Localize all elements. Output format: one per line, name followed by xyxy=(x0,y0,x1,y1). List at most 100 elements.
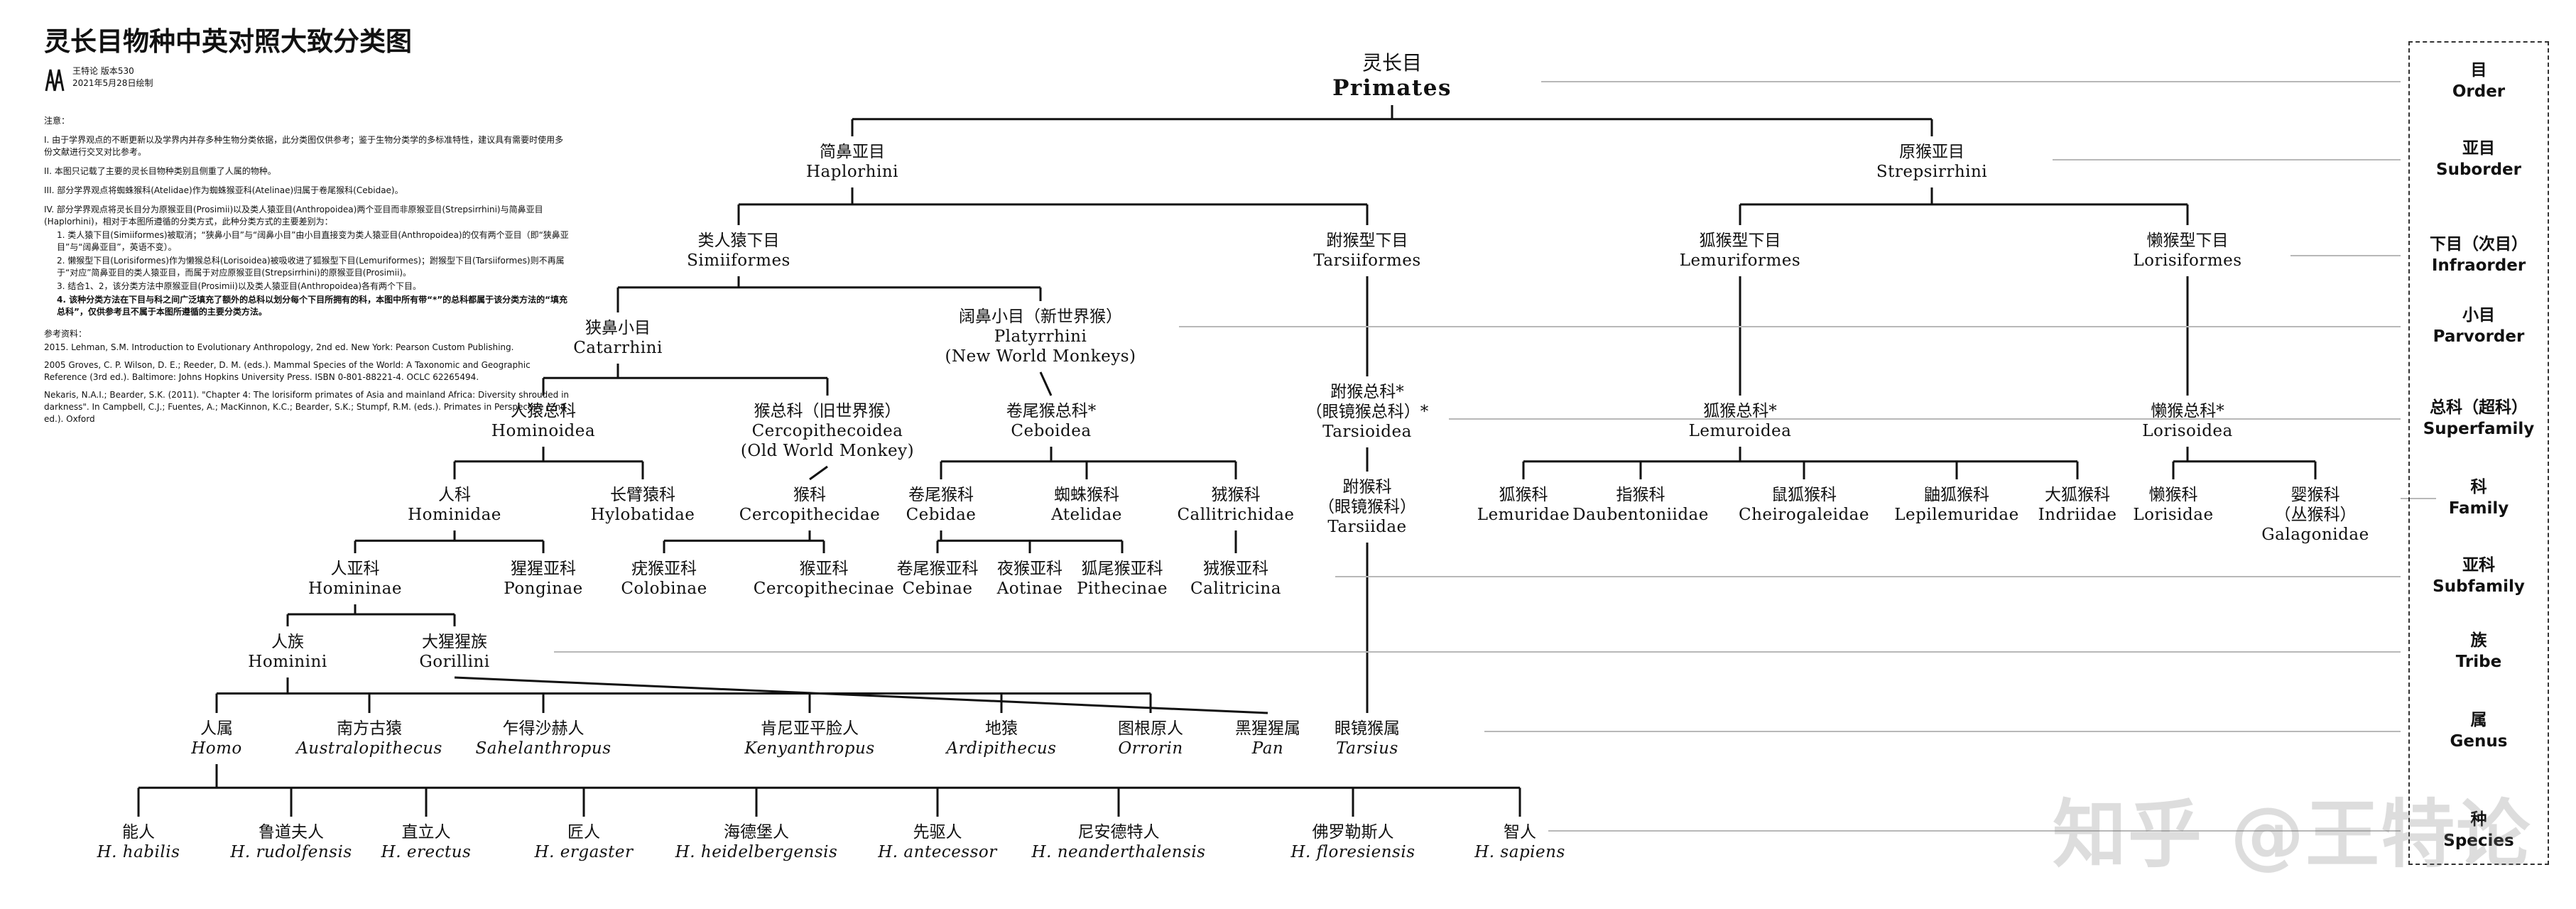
taxon-latin-name: Callitrichidae xyxy=(1177,506,1295,525)
taxon-chinese-name: 匠人 xyxy=(567,823,600,842)
taxon-chinese-name: 长臂猿科 xyxy=(610,486,675,504)
taxon-latin-name: Pithecinae xyxy=(1077,579,1168,599)
taxon-latin-name: Cebidae xyxy=(906,506,977,525)
taxon-chinese-name: 鼠狐猴科 xyxy=(1771,486,1837,504)
taxon-chinese-name: 懒猴科 xyxy=(2148,486,2198,504)
page-title: 灵长目物种中英对照大致分类图 xyxy=(44,26,412,57)
taxon-chinese-name: 黑猩猩属 xyxy=(1235,719,1300,738)
taxon-chinese-name: 能人 xyxy=(122,823,155,842)
taxon-latin-name: Orrorin xyxy=(1118,739,1183,758)
rank-chinese-name: 亚科 xyxy=(2462,556,2495,575)
taxon-latin-name: H. heidelbergensis xyxy=(675,843,838,862)
rank-chinese-name: 种 xyxy=(2470,810,2487,829)
rank-latin-name: Order xyxy=(2452,82,2506,101)
rank-label-species: 种 Species xyxy=(2408,810,2549,852)
taxon-latin-name: H. floresiensis xyxy=(1290,843,1415,862)
tree-connector xyxy=(809,465,828,481)
taxon-latin-name: Indriidae xyxy=(2038,506,2117,525)
taxon-chinese-name: 夜猴亚科 xyxy=(996,560,1063,578)
note-item: I. 由于学界观点的不断更新以及学界内并存多种生物分类依据，此分类图仅供参考；鉴… xyxy=(44,135,564,157)
taxon-chinese-name: 猴亚科 xyxy=(799,560,849,578)
taxon-chinese-name: 阔鼻小目（新世界猴） xyxy=(959,307,1122,326)
taxon-lemuroidea: 狐猴总科*Lemuroidea xyxy=(1689,401,1792,441)
taxon-chinese-name: 尼安德特人 xyxy=(1077,823,1160,842)
rank-latin-name: Family xyxy=(2448,499,2509,518)
taxon-latin-name: Tarsiiformes xyxy=(1313,251,1421,271)
taxon-chinese-name: 南方古猿 xyxy=(337,719,402,738)
taxon-ceboidea: 卷尾猴总科*Ceboidea xyxy=(1006,401,1097,441)
taxon-chinese-name: 狐猴科 xyxy=(1499,486,1548,504)
rank-latin-name: Genus xyxy=(2450,732,2508,751)
taxon-chinese-name: 先驱人 xyxy=(913,823,962,842)
taxon-chinese-name: 狐猴总科* xyxy=(1703,402,1777,420)
taxon-chinese-name: 智人 xyxy=(1503,823,1536,842)
rank-latin-name: Tribe xyxy=(2455,653,2502,671)
author-logo-icon xyxy=(45,69,65,92)
taxon-chinese-name: 人猿总科 xyxy=(510,402,576,420)
taxon-latin-name: Tarsioidea xyxy=(1322,423,1412,442)
taxon-callitrichidae: 狨猴科 Callitrichidae xyxy=(1177,485,1294,525)
taxon-latin-name: H. habilis xyxy=(97,843,180,862)
taxon-lorisidae: 懒猴科 Lorisidae xyxy=(2133,485,2213,525)
taxon-chinese-name: 猩猩亚科 xyxy=(510,560,576,578)
taxon-latin-name: Lorisidae xyxy=(2133,506,2214,525)
taxon-chinese-name: 跗猴科 xyxy=(1342,478,1392,496)
taxon-latin-name: H. rudolfensis xyxy=(230,843,352,862)
taxon-chinese-name: 狭鼻小目 xyxy=(585,319,651,337)
author-info: 王特论 版本530 2021年5月28日绘制 xyxy=(72,65,153,89)
rank-chinese-name: 小目 xyxy=(2462,306,2495,325)
rank-chinese-name: 总科（超科） xyxy=(2430,398,2528,418)
taxon-latin-name: Homo xyxy=(191,739,242,758)
rank-chinese-name: 属 xyxy=(2470,711,2487,730)
taxon-latin-name: Tarsius xyxy=(1336,739,1398,758)
taxon-chinese-name: 指猴科 xyxy=(1616,486,1665,504)
taxon-chinese-name: 狨猴科 xyxy=(1211,486,1261,504)
taxon-latin-name: Colobinae xyxy=(621,579,707,599)
note-item: 3. 结合1、2，该分类方法中原猴亚目(Prosimii)以及类人猿亚目(Ant… xyxy=(57,281,422,291)
taxon-latin-name: Sahelanthropus xyxy=(475,739,612,758)
taxon-chinese-name: 狐猴型下目 xyxy=(1699,232,1781,250)
taxon-latin-name: Cercopithecidae xyxy=(739,506,881,525)
rank-latin-name: Species xyxy=(2443,832,2514,850)
taxon-chinese-name: 卷尾猴亚科 xyxy=(896,560,979,578)
note-item: 2. 懒猴型下目(Lorisiformes)作为懒猴总科(Lorisoidea)… xyxy=(57,256,565,278)
taxon-chinese-name: 简鼻亚目 xyxy=(820,143,885,161)
taxon-chinese-name: （眼镜猴科） xyxy=(1318,498,1416,517)
taxon-chinese-name: 跗猴总科* xyxy=(1330,383,1404,401)
taxon-chinese-name: 狨猴亚科 xyxy=(1202,560,1268,578)
rank-latin-name: Infraorder xyxy=(2431,256,2526,275)
note-item: 1. 类人猿下目(Simiiformes)被取消；“狭鼻小目”与“阔鼻小目”由小… xyxy=(57,230,569,252)
taxon-chinese-name: 类人猿下目 xyxy=(697,232,780,250)
taxon-chinese-name: 佛罗勒斯人 xyxy=(1312,823,1394,842)
taxon-latin-name: (New World Monkeys) xyxy=(945,347,1136,366)
rank-latin-name: Superfamily xyxy=(2423,420,2535,438)
taxon-chinese-name: 地猿 xyxy=(985,719,1018,738)
taxon-latin-name: Lorisoidea xyxy=(2142,422,2233,441)
taxon-latin-name: H. ergaster xyxy=(534,843,634,862)
author-row: 王特论 版本530 2021年5月28日绘制 xyxy=(44,65,570,94)
rank-chinese-name: 族 xyxy=(2470,631,2487,651)
